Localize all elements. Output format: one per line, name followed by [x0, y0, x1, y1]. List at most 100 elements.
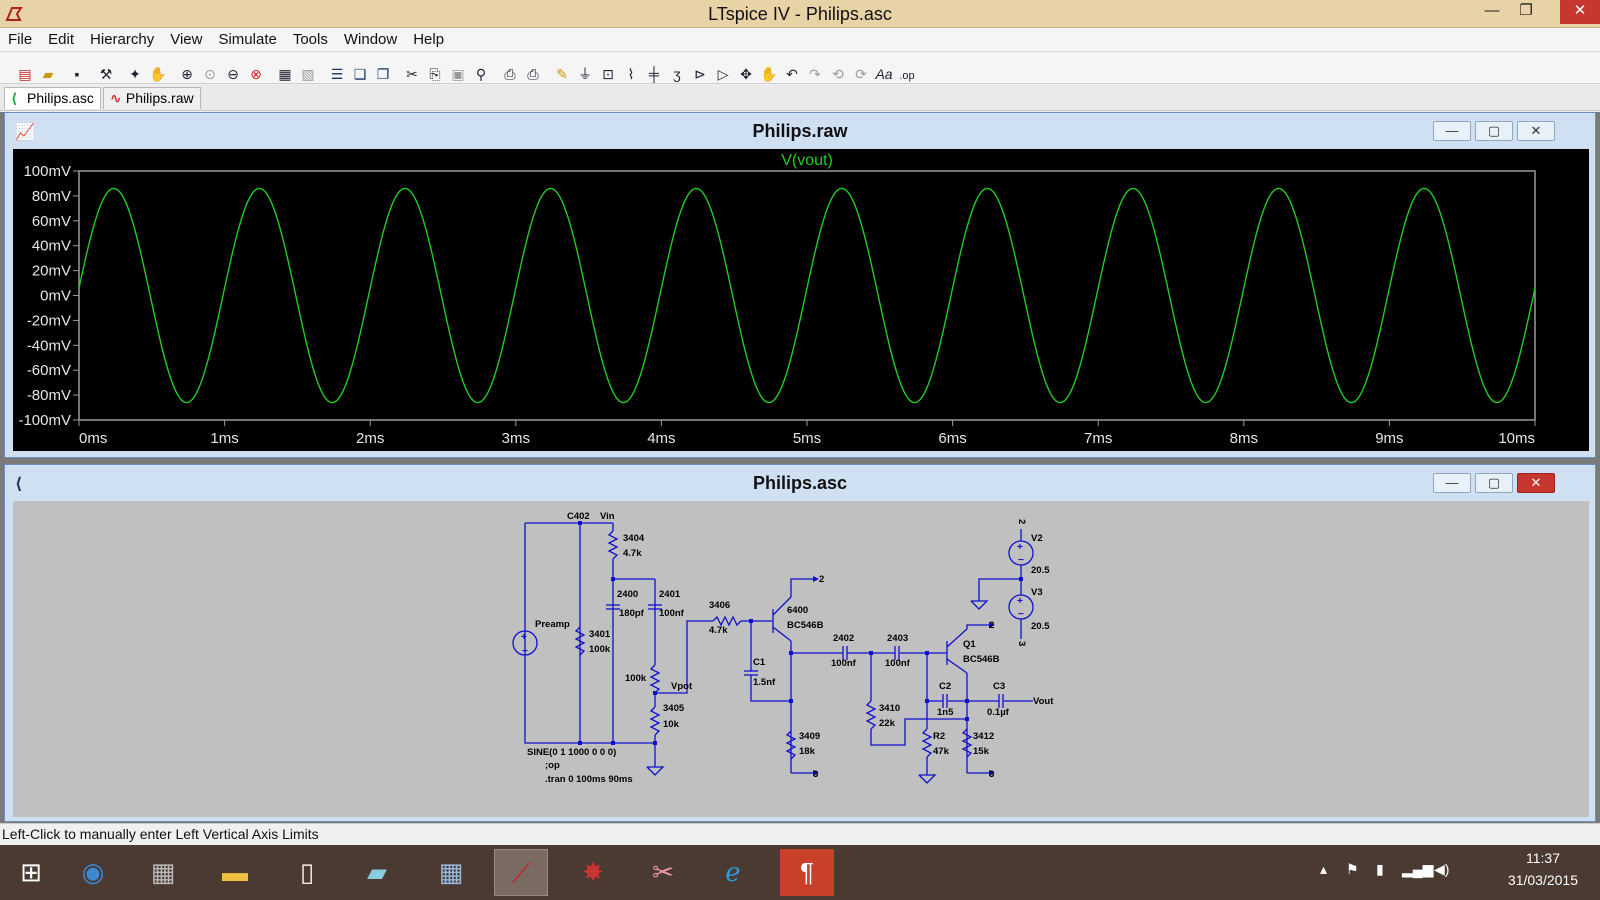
- calculator-icon[interactable]: ▦: [438, 857, 464, 887]
- delete-plot-icon[interactable]: ▧: [301, 66, 315, 82]
- menu-view[interactable]: View: [170, 31, 203, 48]
- undo-icon[interactable]: ↶: [786, 66, 798, 82]
- waveform-close-button[interactable]: ✕: [1517, 121, 1555, 141]
- label-op[interactable]: ;op: [545, 760, 560, 771]
- diode-icon[interactable]: ⊳: [694, 66, 706, 82]
- y-tick-label[interactable]: 40mV: [32, 238, 71, 255]
- label-sine[interactable]: SINE(0 1 1000 0 0 0): [527, 747, 616, 758]
- snipping-tool-icon[interactable]: ✂: [652, 857, 674, 887]
- waveform-minimize-button[interactable]: —: [1433, 121, 1471, 141]
- document-icon[interactable]: ▯: [299, 857, 315, 887]
- x-tick-label[interactable]: 4ms: [647, 430, 675, 447]
- start-button[interactable]: ⊞: [20, 857, 42, 887]
- menu-help[interactable]: Help: [413, 31, 445, 48]
- menu-hierarchy[interactable]: Hierarchy: [90, 31, 155, 48]
- flag-icon[interactable]: ⚑: [1346, 861, 1359, 877]
- rotate-icon[interactable]: ⟲: [832, 66, 844, 82]
- cut-icon[interactable]: ✂: [406, 66, 418, 82]
- schematic-close-button[interactable]: ✕: [1517, 473, 1555, 493]
- close-button[interactable]: ✕: [1560, 0, 1600, 24]
- zoom-in-icon[interactable]: ⊕: [181, 66, 193, 82]
- x-tick-label[interactable]: 2ms: [356, 430, 384, 447]
- y-tick-label[interactable]: 100mV: [23, 163, 71, 180]
- tile-horizontal-icon[interactable]: ☰: [330, 66, 344, 82]
- control-panel-icon[interactable]: ⚒: [99, 66, 113, 82]
- menu-simulate[interactable]: Simulate: [218, 31, 277, 48]
- waveform-plot-svg[interactable]: V(vout) 100mV80mV60mV40mV20mV0mV-20mV-40…: [13, 149, 1589, 451]
- resistor-icon[interactable]: ⌇: [627, 66, 635, 82]
- autorange-icon[interactable]: ▦: [278, 66, 292, 82]
- pdf-reader-icon[interactable]: ¶: [780, 849, 834, 896]
- x-tick-label[interactable]: 6ms: [938, 430, 966, 447]
- redo-icon[interactable]: ↷: [809, 66, 821, 82]
- x-tick-label[interactable]: 10ms: [1498, 430, 1535, 447]
- x-tick-label[interactable]: 0ms: [79, 430, 107, 447]
- move-icon[interactable]: ✥: [740, 66, 752, 82]
- menu-edit[interactable]: Edit: [48, 31, 75, 48]
- print-preview-icon[interactable]: ⎙: [504, 66, 516, 82]
- clock-time[interactable]: 11:37: [1526, 850, 1560, 866]
- menu-window[interactable]: Window: [343, 31, 398, 48]
- file-explorer-icon[interactable]: ▬: [222, 857, 248, 887]
- menu-file[interactable]: File: [8, 31, 33, 48]
- x-tick-label[interactable]: 5ms: [793, 430, 821, 447]
- y-tick-label[interactable]: 60mV: [32, 213, 71, 230]
- waveform-maximize-button[interactable]: ▢: [1475, 121, 1513, 141]
- pan-icon[interactable]: ⊙: [204, 66, 216, 82]
- x-tick-label[interactable]: 7ms: [1084, 430, 1112, 447]
- run-icon[interactable]: ✦: [129, 66, 141, 82]
- minimize-button[interactable]: —: [1484, 2, 1500, 19]
- internet-explorer-icon[interactable]: ℯ: [725, 857, 741, 887]
- save-icon[interactable]: ▪: [74, 66, 80, 82]
- schematic-maximize-button[interactable]: ▢: [1475, 473, 1513, 493]
- x-tick-label[interactable]: 1ms: [210, 430, 238, 447]
- trace-vout[interactable]: [78, 187, 1536, 404]
- tab-philips-raw[interactable]: ∿Philips.raw: [102, 87, 201, 109]
- x-tick-label[interactable]: 9ms: [1375, 430, 1403, 447]
- zoom-fit-icon[interactable]: ⊗: [250, 66, 262, 82]
- y-tick-label[interactable]: -20mV: [27, 312, 71, 329]
- circuit-diagram[interactable]: +− +− +−: [13, 501, 1589, 817]
- y-tick-label[interactable]: -100mV: [18, 412, 71, 429]
- label-tran[interactable]: .tran 0 100ms 90ms: [545, 774, 633, 785]
- ltspice-taskbar-icon[interactable]: ⟋: [494, 849, 548, 896]
- inductor-icon[interactable]: ʒ: [673, 66, 681, 82]
- y-axis[interactable]: 100mV80mV60mV40mV20mV0mV-20mV-40mV-60mV-…: [18, 163, 79, 429]
- paste-icon[interactable]: ▣: [451, 66, 465, 82]
- ltspice-app-icon[interactable]: [4, 4, 24, 24]
- open-icon[interactable]: ▰: [42, 66, 54, 82]
- copy-icon[interactable]: ⎘: [429, 66, 441, 82]
- y-tick-label[interactable]: -40mV: [27, 337, 71, 354]
- text-icon[interactable]: Aa: [875, 66, 893, 82]
- x-tick-label[interactable]: 3ms: [502, 430, 530, 447]
- component-icon[interactable]: ▷: [717, 66, 729, 82]
- y-tick-label[interactable]: 80mV: [32, 188, 71, 205]
- ground-icon[interactable]: ⏚: [578, 66, 592, 82]
- draw-wire-icon[interactable]: ✎: [556, 66, 568, 82]
- tab-philips-asc[interactable]: ⟨Philips.asc: [4, 87, 101, 109]
- drag-icon[interactable]: ✋: [760, 66, 778, 82]
- schematic-minimize-button[interactable]: —: [1433, 473, 1471, 493]
- menu-tools[interactable]: Tools: [292, 31, 328, 48]
- new-schematic-icon[interactable]: ▤: [18, 66, 32, 82]
- volume-icon[interactable]: ◀): [1434, 861, 1450, 877]
- capacitor-icon[interactable]: ╪: [649, 66, 659, 82]
- halt-icon[interactable]: ✋: [149, 66, 167, 82]
- chevron-up-icon[interactable]: ▴: [1320, 861, 1328, 877]
- battery-icon[interactable]: ▮: [1376, 861, 1384, 877]
- print-icon[interactable]: ⎙: [527, 66, 539, 82]
- find-icon[interactable]: ⚲: [475, 66, 487, 82]
- y-tick-label[interactable]: -60mV: [27, 362, 71, 379]
- x-tick-label[interactable]: 8ms: [1230, 430, 1258, 447]
- schematic-canvas[interactable]: +− +− +−: [13, 501, 1589, 817]
- y-tick-label[interactable]: -80mV: [27, 387, 71, 404]
- y-tick-label[interactable]: 20mV: [32, 263, 71, 280]
- firewall-icon[interactable]: ▦: [150, 857, 176, 887]
- maximize-button[interactable]: ❐: [1519, 2, 1533, 19]
- network-app-icon[interactable]: ◉: [81, 857, 105, 887]
- cascade-icon[interactable]: ❏: [353, 66, 367, 82]
- splat-app-icon[interactable]: ✸: [582, 857, 604, 887]
- signal-icon[interactable]: ▂▄▆: [1402, 861, 1434, 877]
- x-axis[interactable]: 0ms 1ms 2ms 3ms 4ms 5ms 6ms 7ms 8ms 9ms 10ms: [78, 420, 1536, 447]
